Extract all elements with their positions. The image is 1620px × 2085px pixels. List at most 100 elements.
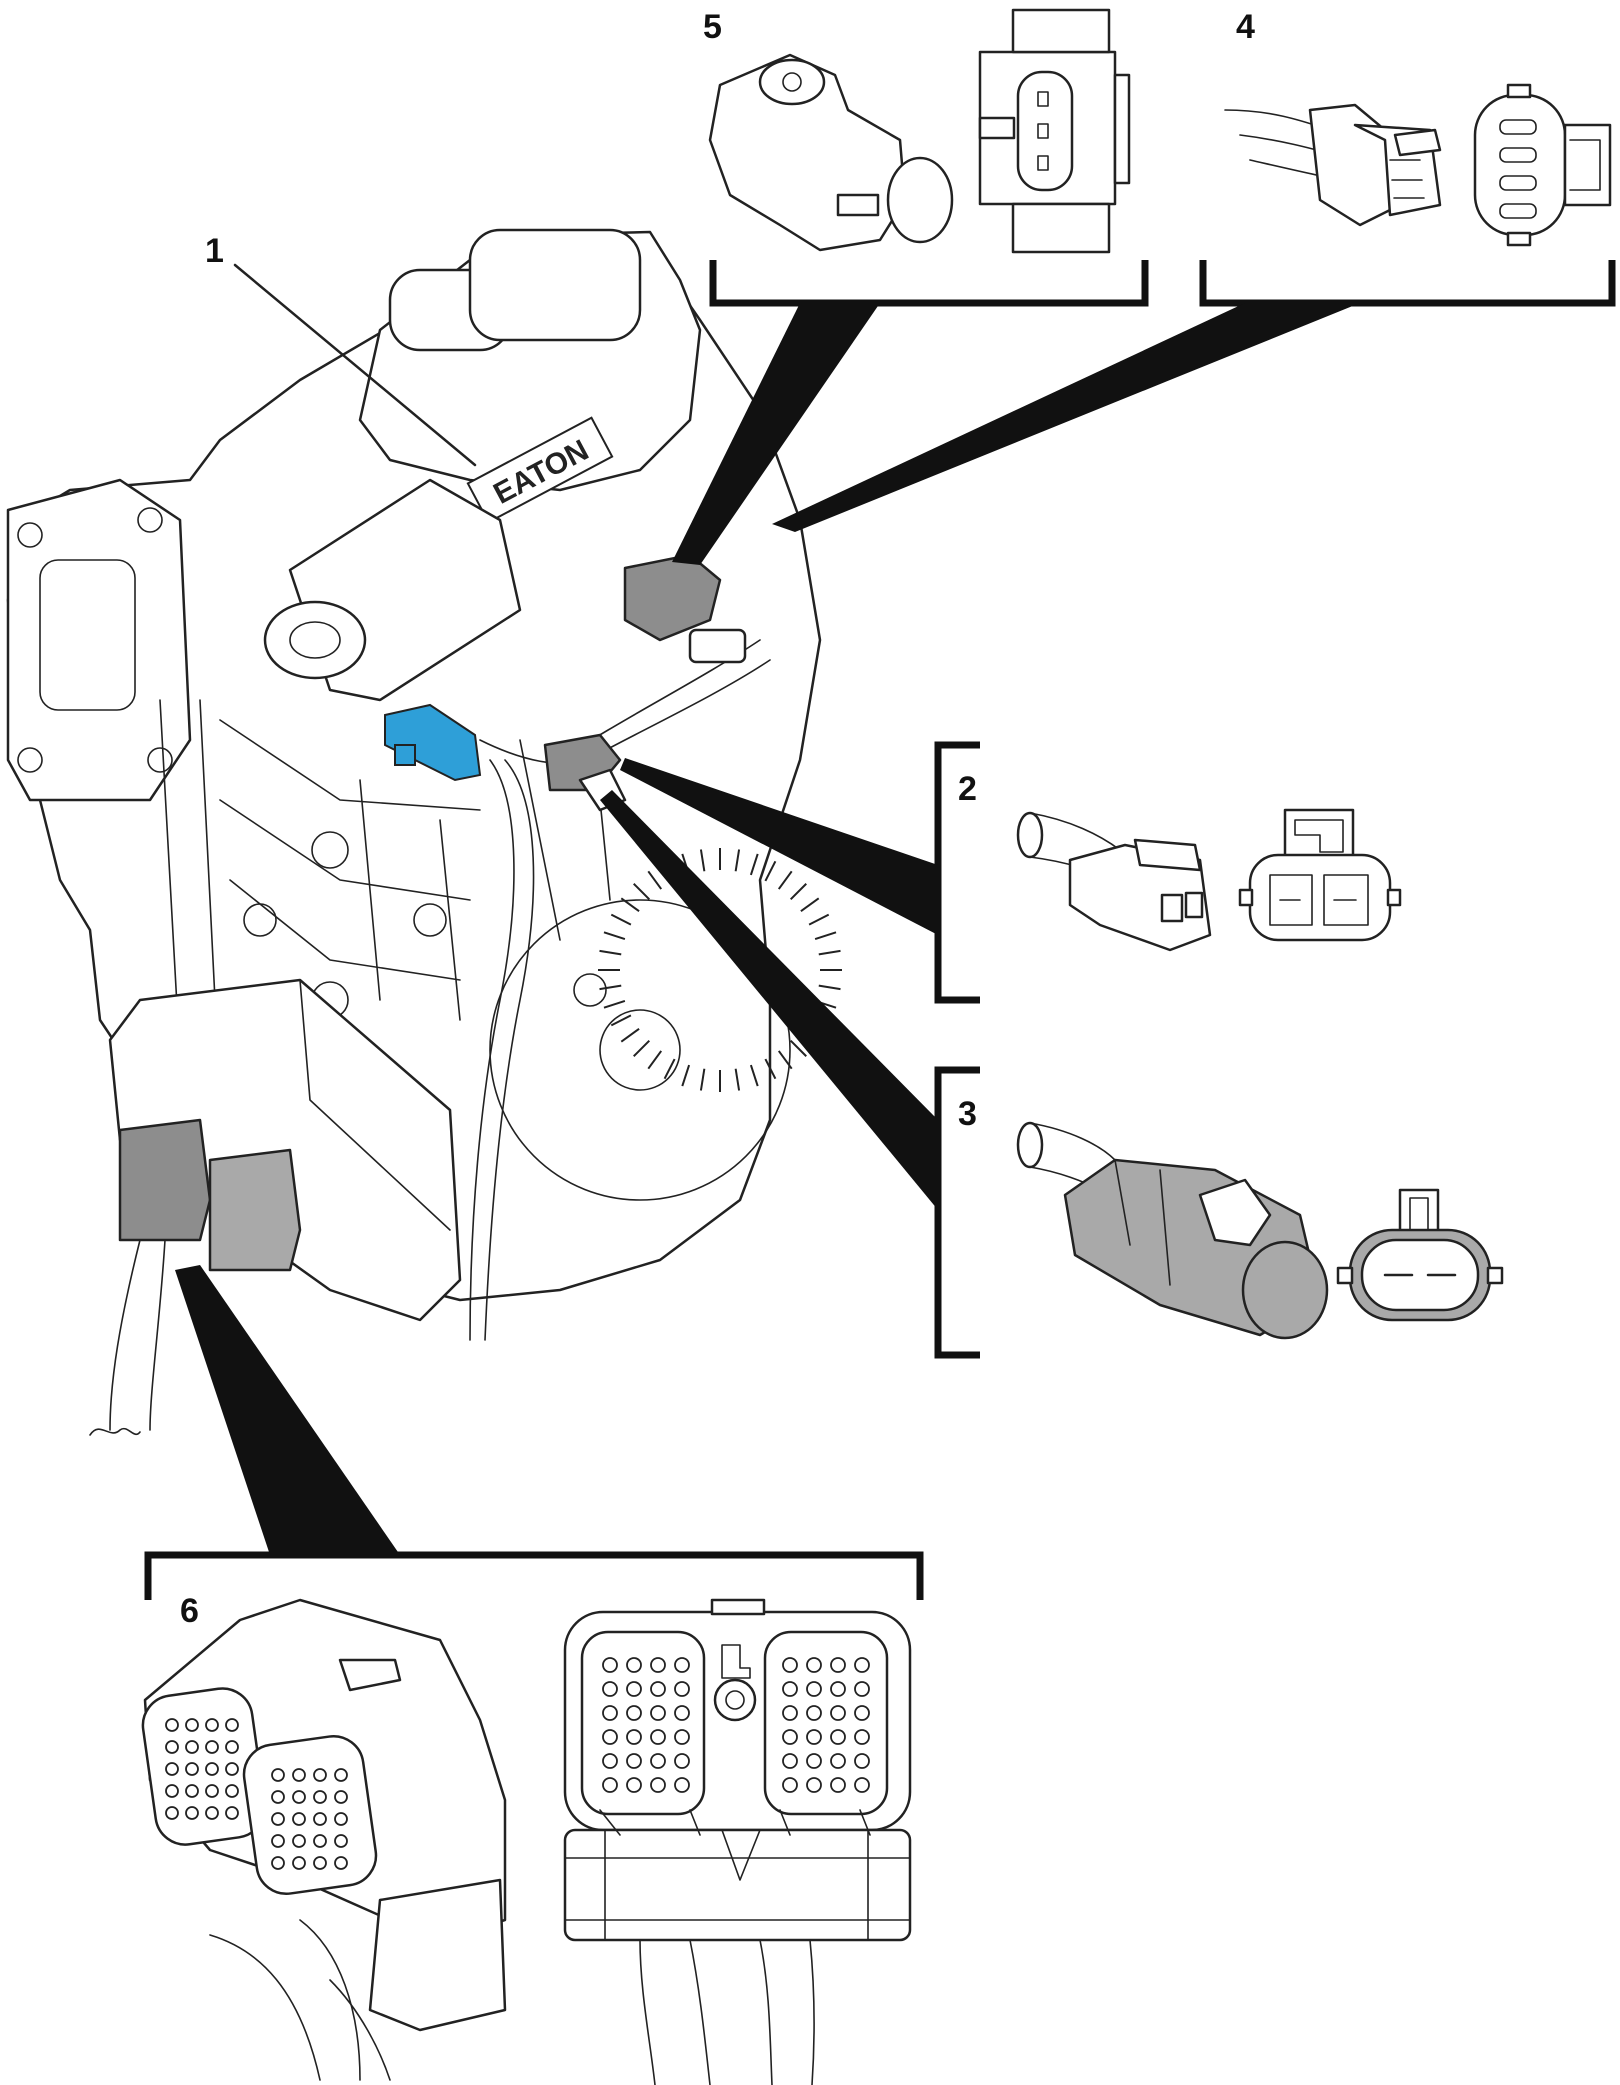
flange-bolt-4: [147, 747, 173, 773]
sensor-5-latch: [836, 193, 880, 217]
connector-4-terminal-c: [1499, 175, 1537, 191]
gear-tooth: [734, 849, 741, 872]
connector-pin: [674, 1729, 690, 1745]
connector-4-detail: [1224, 83, 1612, 247]
connector-4-face-tab-top: [1506, 83, 1532, 99]
harness-wire-2: [484, 759, 535, 1341]
connector-pin: [205, 1740, 219, 1754]
connector-2-terminal-a: [1269, 874, 1313, 926]
gear-tooth: [790, 1040, 807, 1057]
connector-5-terminal-a: [1037, 91, 1049, 107]
callout-1-label: 1: [205, 232, 224, 270]
connector-pin: [806, 1729, 822, 1745]
callout-6-label: 6: [180, 1592, 199, 1630]
gear-tooth: [734, 1068, 741, 1091]
connector-pin: [806, 1753, 822, 1769]
connector-4-face-body: [1473, 93, 1567, 237]
callout-3-label: 3: [958, 1095, 977, 1133]
connector-6-jack-screw-inner: [725, 1690, 745, 1710]
connector-pin: [165, 1740, 179, 1754]
connector-pin: [313, 1812, 327, 1826]
sensor-5-mount: [758, 58, 826, 106]
highlighted-connector-body: [384, 703, 482, 782]
connector-pin: [830, 1705, 846, 1721]
connector-pin: [225, 1762, 239, 1776]
callout-5-pointer: [672, 303, 880, 565]
connector-pin: [602, 1657, 618, 1673]
connector-6-jack-screw: [713, 1678, 757, 1722]
connector-pin: [165, 1718, 179, 1732]
flange-bolt-1: [17, 522, 43, 548]
connector-pin: [650, 1681, 666, 1697]
connector-2-terminal-b: [1323, 874, 1369, 926]
connector-pin: [674, 1753, 690, 1769]
connector-6-front-cable-4: [809, 1939, 815, 2085]
connector-pin: [185, 1740, 199, 1754]
highlighted-connector-latch: [394, 744, 416, 766]
gear-tooth: [777, 1050, 793, 1070]
connector-pin: [313, 1790, 327, 1804]
connector-2-socket-b: [1184, 891, 1204, 919]
connector-6-front-pins-b: [782, 1657, 870, 1793]
connector-pin: [674, 1681, 690, 1697]
connector-pin: [782, 1753, 798, 1769]
connector-6-face-b: [242, 1735, 378, 1895]
connector-pin: [334, 1856, 348, 1870]
connector-4-terminal-d: [1499, 203, 1537, 219]
output-flange-opening: [39, 559, 136, 711]
connector-5-face-top: [1011, 8, 1111, 54]
rail-select-motor-end-inner: [289, 621, 341, 659]
connector-6-cable-boot: [368, 1878, 507, 2032]
connector-pin: [205, 1762, 219, 1776]
gear-tooth: [647, 1050, 663, 1070]
connector-pin: [334, 1768, 348, 1782]
connector-pin: [602, 1777, 618, 1793]
connector-2-face-body: [1248, 853, 1392, 942]
gear-tooth: [603, 931, 626, 941]
connector-pin: [225, 1806, 239, 1820]
connector-pin: [602, 1705, 618, 1721]
connector-pin: [271, 1768, 285, 1782]
connector-5-face-tab: [1113, 73, 1131, 185]
connector-pin: [292, 1856, 306, 1870]
connector-pin: [806, 1705, 822, 1721]
housing-boss-5: [573, 973, 607, 1007]
housing-ribs: [159, 699, 611, 1101]
transmission-assembly: EATON: [6, 228, 842, 1436]
gear-tooth: [663, 1058, 676, 1080]
connector-pin: [185, 1762, 199, 1776]
highlighted-connector: [384, 703, 482, 782]
connector-pin: [205, 1784, 219, 1798]
gear-tooth: [610, 1014, 632, 1027]
connector-5-face-latch: [978, 116, 1016, 140]
connector-3-body-edges: [1114, 1159, 1171, 1286]
connector-6-face-a-pins: [165, 1718, 239, 1820]
tcm-connector-2-installed: [208, 1148, 302, 1272]
callout-4-label: 4: [1236, 8, 1255, 46]
callout-3-pointer: [600, 790, 938, 1210]
connector-pin: [334, 1812, 348, 1826]
rail-select-motor-end: [263, 600, 367, 680]
connector-pin: [313, 1768, 327, 1782]
connector-pin: [165, 1784, 179, 1798]
connector-pin: [271, 1834, 285, 1848]
connector-pin: [650, 1657, 666, 1673]
gear-tooth: [764, 1058, 777, 1080]
gear-tooth: [818, 984, 841, 991]
connector-pin: [334, 1834, 348, 1848]
connector-3-wire-1: [1029, 1122, 1116, 1161]
connector-pin: [626, 1681, 642, 1697]
connector-4-terminal-a: [1499, 119, 1537, 135]
connector-6-front-cable-1: [639, 1939, 656, 2085]
gear-tooth: [620, 1027, 640, 1043]
callout-5-bracket: [709, 260, 1149, 307]
connector-2-face-tab-right: [1386, 888, 1402, 907]
connector-pin: [165, 1762, 179, 1776]
gear-tooth: [681, 1064, 691, 1087]
connector-pin: [292, 1768, 306, 1782]
connector-2-face-lock-slot: [1294, 819, 1344, 853]
housing-boss-3: [413, 903, 447, 937]
connector-pin: [830, 1657, 846, 1673]
tcm-module-edge: [299, 979, 451, 1231]
